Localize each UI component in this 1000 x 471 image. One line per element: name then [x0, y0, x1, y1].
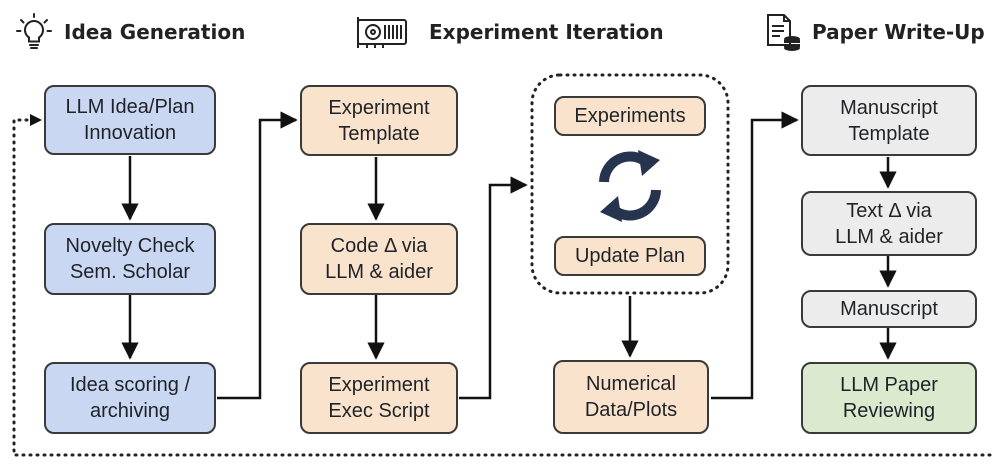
node-novelty-check-label: Novelty Check Sem. Scholar: [65, 235, 195, 283]
arrow-scoring-to-exp-template: [217, 111, 298, 400]
node-manuscript-template[interactable]: Manuscript Template: [801, 85, 977, 156]
header-title-experiment: Experiment Iteration: [429, 20, 664, 44]
node-experiment-template[interactable]: Experiment Template: [300, 85, 458, 156]
header-idea-generation: Idea Generation: [14, 12, 245, 52]
node-code-delta-label: Code Δ via LLM & aider: [325, 235, 433, 283]
node-manuscript-template-label: Manuscript Template: [840, 96, 938, 145]
node-experiment-template-label: Experiment Template: [328, 96, 430, 145]
iteration-loop-border: [530, 73, 730, 295]
node-idea-scoring[interactable]: Idea scoring / archiving: [44, 362, 216, 434]
node-text-delta-label: Text Δ via LLM & aider: [835, 199, 943, 248]
document-database-icon: [767, 14, 800, 51]
header-experiment-iteration: Experiment Iteration: [355, 12, 664, 52]
lightbulb-icon: [16, 13, 52, 49]
node-llm-paper-reviewing-label: LLM Paper Reviewing: [840, 374, 938, 422]
node-idea-scoring-label: Idea scoring / archiving: [69, 374, 191, 422]
node-code-delta[interactable]: Code Δ via LLM & aider: [300, 223, 458, 295]
node-llm-idea-plan[interactable]: LLM Idea/Plan Innovation: [44, 85, 216, 155]
node-experiments[interactable]: Experiments: [554, 96, 706, 136]
header-title-idea: Idea Generation: [64, 20, 246, 44]
refresh-cycle-icon: [599, 150, 661, 222]
arrow-numerical-to-manuscript-template: [711, 111, 799, 400]
node-exec-script[interactable]: Experiment Exec Script: [300, 362, 458, 434]
node-experiments-label: Experiments: [574, 105, 686, 127]
node-update-plan-label: Update Plan: [574, 245, 686, 267]
node-text-delta[interactable]: Text Δ via LLM & aider: [801, 191, 977, 256]
node-llm-idea-plan-label: LLM Idea/Plan Innovation: [65, 96, 195, 144]
node-update-plan[interactable]: Update Plan: [554, 236, 706, 276]
arrow-feedback-head: [30, 114, 42, 126]
node-llm-paper-reviewing[interactable]: LLM Paper Reviewing: [801, 362, 977, 434]
header-paper-write-up: Paper Write-Up: [762, 12, 985, 52]
node-numerical-data[interactable]: Numerical Data/Plots: [553, 360, 709, 434]
node-manuscript[interactable]: Manuscript: [801, 290, 977, 328]
node-numerical-data-label: Numerical Data/Plots: [584, 373, 678, 421]
node-exec-script-label: Experiment Exec Script: [328, 374, 430, 422]
node-novelty-check[interactable]: Novelty Check Sem. Scholar: [44, 223, 216, 295]
feedback-loop-dotted: [12, 118, 992, 457]
gpu-card-icon: [357, 17, 407, 48]
arrow-exec-to-loop: [459, 176, 528, 400]
node-manuscript-label: Manuscript: [840, 298, 938, 320]
header-title-paper: Paper Write-Up: [812, 20, 985, 44]
